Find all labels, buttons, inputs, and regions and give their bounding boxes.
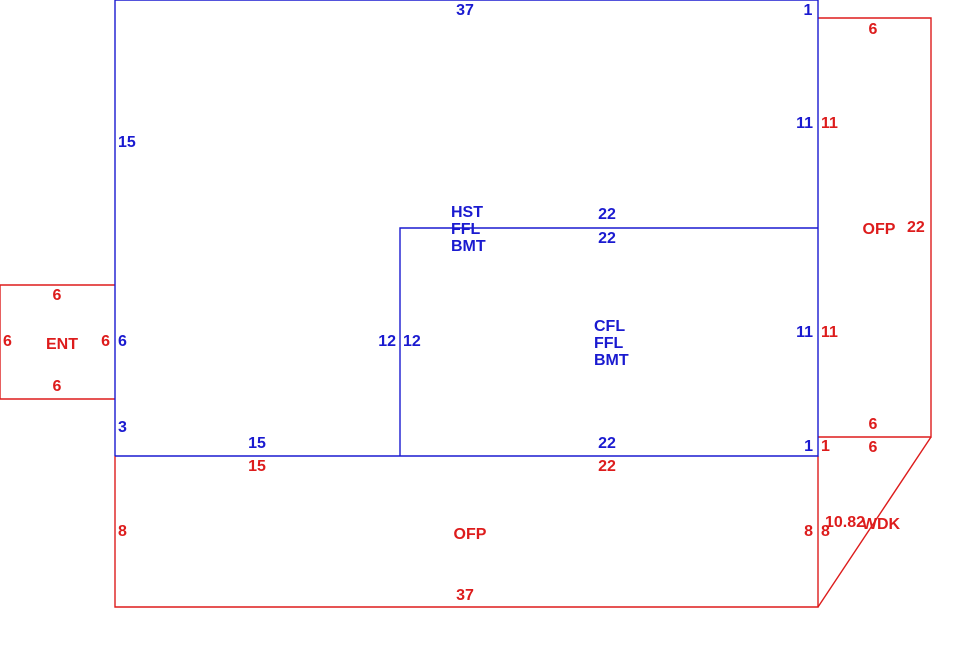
dim-cfl-top: 22 xyxy=(598,230,616,247)
dim-ofp-bottom-left: 8 xyxy=(118,523,127,540)
dim-hst-top-inner: 22 xyxy=(598,206,616,223)
area-name-hst: HST xyxy=(451,204,483,221)
wdk-diagonal-edge xyxy=(817,436,932,608)
dim-wdk-left: 8 xyxy=(821,523,830,540)
dim-wdk-diagonal: 10.82 xyxy=(825,514,865,531)
main-house-outline xyxy=(114,0,819,457)
dim-ofp-right-left-tail: 1 xyxy=(821,438,830,455)
dim-main-right-upper: 11 xyxy=(796,115,813,132)
dim-ent-top: 6 xyxy=(53,287,62,304)
cfl-block-outline xyxy=(399,227,818,456)
dim-ofp-right-right: 22 xyxy=(907,219,925,236)
dim-wdk-top: 6 xyxy=(869,439,878,456)
area-name-ofp-right: OFP xyxy=(863,221,896,238)
area-name-hst-bmt: BMT xyxy=(451,238,486,255)
dim-ofp-bottom-right: 8 xyxy=(804,523,813,540)
area-name-ent: ENT xyxy=(46,336,78,353)
area-name-ofp-bottom: OFP xyxy=(454,526,487,543)
dim-cfl-left-inner: 12 xyxy=(403,333,421,350)
dim-ofp-right-left-upper: 11 xyxy=(821,115,838,132)
ent-outline xyxy=(0,284,115,400)
dim-ofp-bottom-bottom: 37 xyxy=(456,587,474,604)
area-name-wdk: WDK xyxy=(862,516,901,533)
ofp-right-outline xyxy=(818,17,932,438)
dim-ent-bottom: 6 xyxy=(53,378,62,395)
dim-ent-right: 6 xyxy=(101,333,110,350)
dim-ofp-bottom-top-left: 15 xyxy=(248,458,266,475)
dim-ofp-right-bottom: 6 xyxy=(869,416,878,433)
dim-main-top-right-corner: 1 xyxy=(804,2,813,19)
dim-main-bottom-left: 15 xyxy=(248,435,266,452)
dim-main-right-tail: 1 xyxy=(804,438,813,455)
dim-main-right-lower: 11 xyxy=(796,324,813,341)
area-name-hst-ffl: FFL xyxy=(451,221,481,238)
area-name-cfl-ffl: FFL xyxy=(594,335,624,352)
dim-ofp-right-left-lower: 11 xyxy=(821,324,838,341)
dim-main-bottom-right: 22 xyxy=(598,435,616,452)
dim-ofp-right-top: 6 xyxy=(869,21,878,38)
dim-main-left-lower: 3 xyxy=(118,419,127,436)
dwelling-lines xyxy=(114,0,819,457)
dwelling-labels: 37 1 15 11 HST FFL BMT 22 22 CFL FFL BMT… xyxy=(118,2,813,455)
addition-lines xyxy=(0,17,932,608)
ofp-bottom-outline xyxy=(114,456,819,608)
area-name-cfl: CFL xyxy=(594,318,625,335)
area-name-cfl-bmt: BMT xyxy=(594,352,629,369)
addition-labels: 6 11 OFP 22 11 6 1 6 6 ENT 6 6 15 22 8 O… xyxy=(3,21,925,604)
dim-ofp-bottom-top-right: 22 xyxy=(598,458,616,475)
dim-cfl-left-outer: 12 xyxy=(378,333,396,350)
dim-main-top: 37 xyxy=(456,2,474,19)
dim-main-left-mid: 6 xyxy=(118,333,127,350)
dim-ent-left: 6 xyxy=(3,333,12,350)
dim-main-left-upper: 15 xyxy=(118,134,136,151)
